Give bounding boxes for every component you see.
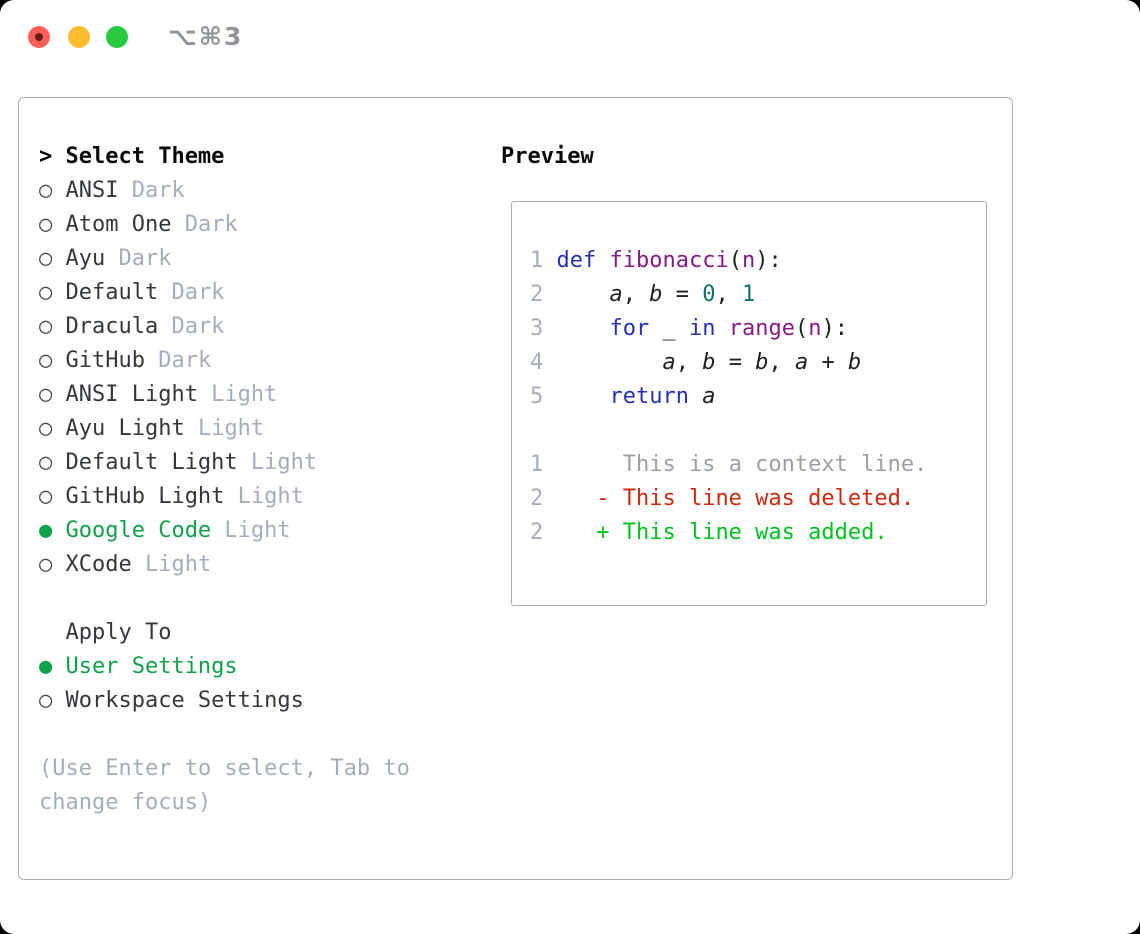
- theme-option-default[interactable]: ○ Default Dark: [39, 276, 410, 310]
- theme-label: Default Light: [65, 450, 238, 475]
- theme-label: Dracula: [65, 314, 159, 339]
- theme-variant-tag: Dark: [105, 246, 172, 271]
- radio-icon: ○: [39, 688, 53, 713]
- theme-option-dracula[interactable]: ○ Dracula Dark: [39, 310, 410, 344]
- theme-list: ○ ANSI Dark ○ Atom One Dark ○ Ayu Dark ○ Defaul…: [39, 174, 410, 582]
- code-line: 3 for _ in range(n):: [530, 316, 848, 341]
- theme-option-atom-one[interactable]: ○ Atom One Dark: [39, 208, 410, 242]
- theme-label: ANSI Light: [65, 382, 198, 407]
- apply-option-workspace-settings[interactable]: ○ Workspace Settings: [39, 684, 410, 718]
- radio-selected-icon: ●: [39, 518, 53, 543]
- code-line: 1 This is a context line.: [530, 452, 928, 477]
- radio-icon: ○: [39, 212, 53, 237]
- theme-variant-tag: Dark: [171, 212, 238, 237]
- help-text-line-1: (Use Enter to select, Tab to: [39, 756, 410, 781]
- code-line: 4 a, b = b, a + b: [530, 350, 862, 375]
- preview-box: 1 def fibonacci(n): 2 a, b = 0, 1 3 for _ …: [511, 201, 987, 606]
- theme-variant-tag: Light: [197, 382, 278, 407]
- theme-label: GitHub Light: [65, 484, 225, 509]
- code-line: [530, 414, 986, 448]
- apply-option-user-settings[interactable]: ● User Settings: [39, 650, 410, 684]
- window-title: ⌥⌘3: [168, 22, 244, 51]
- code-line: 2 - This line was deleted.: [530, 486, 915, 511]
- theme-label: Atom One: [65, 212, 172, 237]
- theme-option-xcode[interactable]: ○ XCode Light: [39, 548, 410, 582]
- apply-option-label: User Settings: [65, 654, 238, 679]
- theme-option-github-light[interactable]: ○ GitHub Light Light: [39, 480, 410, 514]
- radio-icon: ○: [39, 416, 53, 441]
- theme-label: Google Code: [65, 518, 212, 543]
- theme-option-ansi-light[interactable]: ○ ANSI Light Light: [39, 378, 410, 412]
- theme-variant-tag: Light: [237, 450, 318, 475]
- preview-title: Preview: [501, 144, 594, 169]
- theme-option-ansi[interactable]: ○ ANSI Dark: [39, 174, 410, 208]
- theme-label: Ayu Light: [65, 416, 185, 441]
- zoom-button[interactable]: [106, 26, 128, 48]
- theme-option-ayu[interactable]: ○ Ayu Dark: [39, 242, 410, 276]
- theme-variant-tag: Dark: [118, 178, 185, 203]
- apply-option-label: Workspace Settings: [65, 688, 304, 713]
- main-panel: > Select Theme ○ ANSI Dark ○ Atom One Dark ○ A…: [18, 97, 1013, 880]
- radio-icon: ○: [39, 348, 53, 373]
- spacer: [39, 582, 410, 616]
- radio-icon: ○: [39, 450, 53, 475]
- theme-variant-tag: Light: [224, 484, 304, 509]
- radio-selected-icon: ●: [39, 654, 53, 679]
- radio-icon: ○: [39, 382, 53, 407]
- apply-to-header: Apply To: [39, 616, 410, 650]
- radio-icon: ○: [39, 178, 53, 203]
- theme-label: ANSI: [65, 178, 119, 203]
- theme-option-google-code[interactable]: ● Google Code Light: [39, 514, 410, 548]
- spacer: [39, 718, 410, 752]
- apply-to-list: ● User Settings ○ Workspace Settings: [39, 650, 410, 718]
- theme-variant-tag: Dark: [158, 314, 225, 339]
- select-theme-header: > Select Theme: [39, 140, 410, 174]
- radio-icon: ○: [39, 246, 53, 271]
- focus-caret-icon: >: [39, 144, 53, 169]
- apply-to-title: Apply To: [65, 620, 172, 645]
- close-dot-icon: [35, 33, 43, 41]
- theme-label: Ayu: [65, 246, 106, 271]
- code-line: 5 return a: [530, 384, 716, 409]
- theme-label: Default: [65, 280, 159, 305]
- radio-icon: ○: [39, 552, 53, 577]
- theme-variant-tag: Dark: [158, 280, 225, 305]
- radio-icon: ○: [39, 280, 53, 305]
- code-line: 2 + This line was added.: [530, 520, 888, 545]
- left-pane: > Select Theme ○ ANSI Dark ○ Atom One Dark ○ A…: [39, 140, 410, 820]
- radio-icon: ○: [39, 484, 53, 509]
- theme-variant-tag: Light: [184, 416, 265, 441]
- theme-variant-tag: Light: [131, 552, 212, 577]
- theme-option-default-light[interactable]: ○ Default Light Light: [39, 446, 410, 480]
- theme-label: XCode: [65, 552, 132, 577]
- select-theme-title: Select Theme: [65, 144, 225, 169]
- close-button[interactable]: [28, 26, 50, 48]
- theme-variant-tag: Dark: [144, 348, 212, 373]
- theme-option-ayu-light[interactable]: ○ Ayu Light Light: [39, 412, 410, 446]
- theme-variant-tag: Light: [211, 518, 291, 543]
- radio-icon: ○: [39, 314, 53, 339]
- titlebar: ⌥⌘3: [0, 0, 1140, 74]
- help-text-line-2: change focus): [39, 790, 212, 815]
- code-line: 2 a, b = 0, 1: [530, 282, 756, 307]
- theme-label: GitHub: [65, 348, 145, 373]
- code-line: 1 def fibonacci(n):: [530, 248, 782, 273]
- code-preview: 1 def fibonacci(n): 2 a, b = 0, 1 3 for _ …: [512, 202, 986, 550]
- minimize-button[interactable]: [68, 26, 90, 48]
- theme-option-github[interactable]: ○ GitHub Dark: [39, 344, 410, 378]
